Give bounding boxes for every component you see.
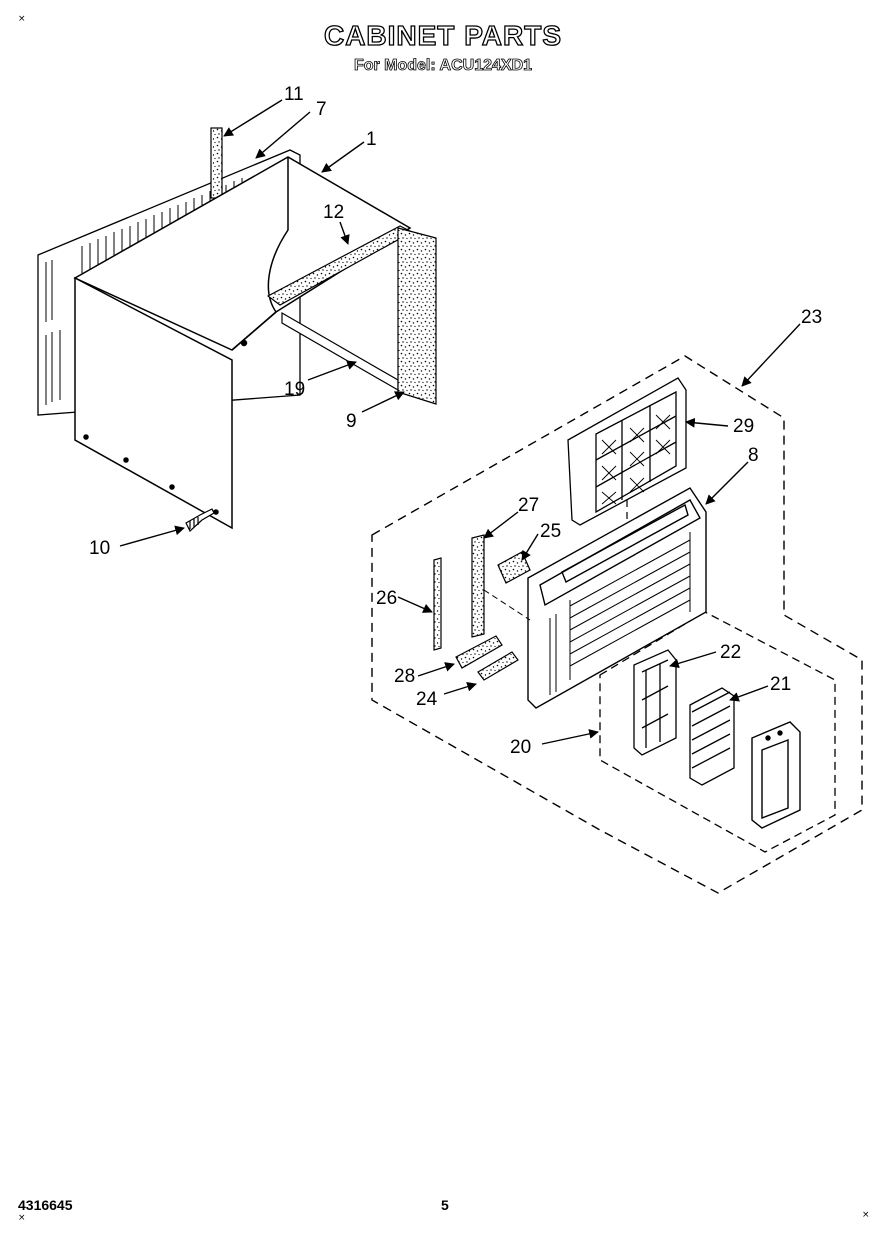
callout-25: 25 <box>540 521 561 542</box>
foam-block-part-28 <box>455 635 503 669</box>
part-number: 4316645 <box>18 1197 73 1213</box>
callout-7: 7 <box>316 99 327 120</box>
leader-lines <box>119 99 801 745</box>
callout-8: 8 <box>748 445 759 466</box>
callout-23: 23 <box>801 307 822 328</box>
side-seal-part-9 <box>397 227 437 405</box>
foam-pad-part-25 <box>497 551 531 584</box>
callout-27: 27 <box>518 495 539 516</box>
callout-20: 20 <box>510 737 531 758</box>
page-number: 5 <box>441 1197 449 1213</box>
callout-10: 10 <box>89 538 110 559</box>
callout-1: 1 <box>366 129 377 150</box>
callout-22: 22 <box>720 642 741 663</box>
seal-strip-part-26 <box>433 557 442 651</box>
foam-block-part-24 <box>477 651 519 681</box>
callout-21: 21 <box>770 674 791 695</box>
callout-29: 29 <box>733 416 754 437</box>
callout-9: 9 <box>346 411 357 432</box>
air-filter-part-29 <box>567 377 687 526</box>
page-title: CABINET PARTS <box>323 19 563 51</box>
knob-frame <box>751 721 801 829</box>
callout-19: 19 <box>284 379 305 400</box>
corner-mark-top-left: × <box>18 14 26 24</box>
callout-11: 11 <box>284 84 304 105</box>
front-grille-part-8 <box>527 487 707 709</box>
callout-28: 28 <box>394 666 415 687</box>
callout-12: 12 <box>323 202 344 223</box>
seal-strip-part-27 <box>471 534 485 638</box>
corner-mark-bottom-right: × <box>862 1210 870 1220</box>
screw-part-10 <box>185 508 215 532</box>
callout-26: 26 <box>376 588 397 609</box>
model-subtitle: For Model: ACU124XD1 <box>353 57 533 75</box>
cabinet-wrapper <box>73 156 412 530</box>
callout-24: 24 <box>416 689 438 710</box>
control-bracket-part-22 <box>633 649 677 756</box>
corner-mark-bottom-left: × <box>18 1213 26 1223</box>
louver-insert-part-21 <box>689 687 735 786</box>
strip-part-11 <box>210 127 223 199</box>
